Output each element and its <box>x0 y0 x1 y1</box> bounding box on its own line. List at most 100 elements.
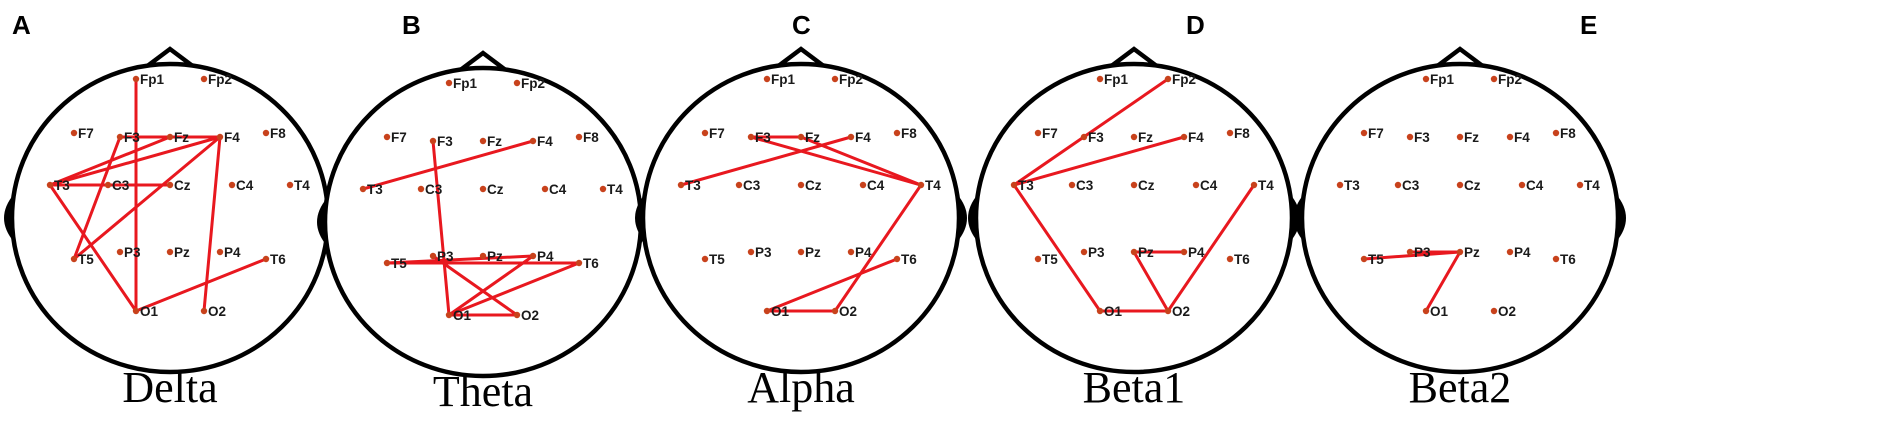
electrode-label-f3: F3 <box>1414 130 1430 145</box>
band-title: Delta <box>122 363 217 412</box>
electrode-pz-marker <box>797 248 805 256</box>
electrode-label-o2: O2 <box>1498 304 1516 319</box>
electrode-p4-marker <box>847 248 855 256</box>
connection-t3-o1 <box>1012 183 1102 313</box>
electrode-f7-marker <box>701 129 709 137</box>
electrode-c3-marker <box>1068 181 1076 189</box>
electrode-label-pz: Pz <box>174 245 190 260</box>
electrode-label-c4: C4 <box>1526 178 1544 193</box>
electrode-label-p4: P4 <box>537 249 554 264</box>
electrode-label-o1: O1 <box>453 308 472 323</box>
electrode-o1-marker <box>132 307 140 315</box>
electrode-label-t6: T6 <box>1234 252 1250 267</box>
electrode-label-t4: T4 <box>1258 178 1274 193</box>
electrode-label-fp2: Fp2 <box>521 76 545 91</box>
electrode-label-f4: F4 <box>1188 130 1204 145</box>
electrode-label-o2: O2 <box>1172 304 1190 319</box>
electrode-label-o1: O1 <box>140 304 159 319</box>
electrode-c3-marker <box>417 185 425 193</box>
nose-icon <box>775 46 827 69</box>
electrode-t3-marker <box>1336 181 1344 189</box>
electrode-f3-marker <box>116 133 124 141</box>
electrode-label-pz: Pz <box>1138 245 1154 260</box>
electrode-pz-marker <box>1130 248 1138 256</box>
electrode-t4-marker <box>1250 181 1258 189</box>
electrode-fz-marker <box>166 133 174 141</box>
electrode-label-c3: C3 <box>743 178 761 193</box>
electrode-label-fp1: Fp1 <box>1104 72 1128 87</box>
electrode-c4-marker <box>1518 181 1526 189</box>
electrode-c4-marker <box>859 181 867 189</box>
panel-letter: B <box>402 10 421 40</box>
electrode-t5-marker <box>383 259 391 267</box>
nose-icon <box>1434 46 1486 69</box>
electrode-label-t4: T4 <box>294 178 310 193</box>
connection-p3-o2 <box>431 254 519 317</box>
electrode-f3-marker <box>747 133 755 141</box>
electrode-o2-marker <box>831 307 839 315</box>
electrode-o2-marker <box>1164 307 1172 315</box>
electrode-fp2-marker <box>513 79 521 87</box>
electrode-cz-marker <box>1456 181 1464 189</box>
electrode-t3-marker <box>359 185 367 193</box>
electrode-o1-marker <box>445 311 453 319</box>
electrode-label-f4: F4 <box>537 134 553 149</box>
electrode-t5-marker <box>70 255 78 263</box>
electrode-label-c4: C4 <box>236 178 254 193</box>
electrode-p3-marker <box>747 248 755 256</box>
electrode-label-o2: O2 <box>521 308 539 323</box>
electrode-c4-marker <box>541 185 549 193</box>
band-title: Beta2 <box>1409 363 1512 412</box>
panel-letter: E <box>1580 10 1597 40</box>
electrode-label-p3: P3 <box>755 245 772 260</box>
electrode-label-t3: T3 <box>1018 178 1034 193</box>
connection-o2-t4 <box>1166 183 1256 313</box>
electrode-p4-marker <box>529 252 537 260</box>
electrode-t4-marker <box>917 181 925 189</box>
connection-o2-pz <box>1132 250 1170 313</box>
electrode-label-fp1: Fp1 <box>1430 72 1454 87</box>
connection-fz-t4 <box>799 135 923 187</box>
electrode-c4-marker <box>1192 181 1200 189</box>
electrode-label-fp2: Fp2 <box>839 72 863 87</box>
electrode-label-f8: F8 <box>583 130 599 145</box>
electrode-cz-marker <box>479 185 487 193</box>
electrode-label-c3: C3 <box>1402 178 1420 193</box>
electrode-label-t5: T5 <box>1042 252 1058 267</box>
electrode-f7-marker <box>1360 129 1368 137</box>
electrode-f8-marker <box>262 129 270 137</box>
electrode-c3-marker <box>1394 181 1402 189</box>
electrode-label-c4: C4 <box>1200 178 1218 193</box>
electrode-label-c4: C4 <box>549 182 567 197</box>
electrode-label-fp2: Fp2 <box>1172 72 1196 87</box>
electrode-label-cz: Cz <box>1138 178 1155 193</box>
electrode-pz-marker <box>479 252 487 260</box>
electrode-label-f7: F7 <box>709 126 725 141</box>
electrode-o2-marker <box>513 311 521 319</box>
electrode-fz-marker <box>479 137 487 145</box>
electrode-o1-marker <box>1422 307 1430 315</box>
electrode-cz-marker <box>797 181 805 189</box>
electrode-label-fp1: Fp1 <box>453 76 477 91</box>
electrode-label-t3: T3 <box>685 178 701 193</box>
electrode-label-o1: O1 <box>771 304 790 319</box>
electrode-label-f8: F8 <box>1234 126 1250 141</box>
electrode-cz-marker <box>1130 181 1138 189</box>
electrode-label-f7: F7 <box>391 130 407 145</box>
electrode-t6-marker <box>575 259 583 267</box>
electrode-label-o2: O2 <box>839 304 857 319</box>
electrode-label-fz: Fz <box>1138 130 1153 145</box>
electrode-fp1-marker <box>1096 75 1104 83</box>
electrode-o2-marker <box>1490 307 1498 315</box>
electrode-label-t5: T5 <box>1368 252 1384 267</box>
electrode-f8-marker <box>1552 129 1560 137</box>
electrode-t6-marker <box>1226 255 1234 263</box>
electrode-label-pz: Pz <box>805 245 821 260</box>
electrode-label-t5: T5 <box>709 252 725 267</box>
electrode-label-pz: Pz <box>1464 245 1480 260</box>
panel-letter: D <box>1186 10 1205 40</box>
